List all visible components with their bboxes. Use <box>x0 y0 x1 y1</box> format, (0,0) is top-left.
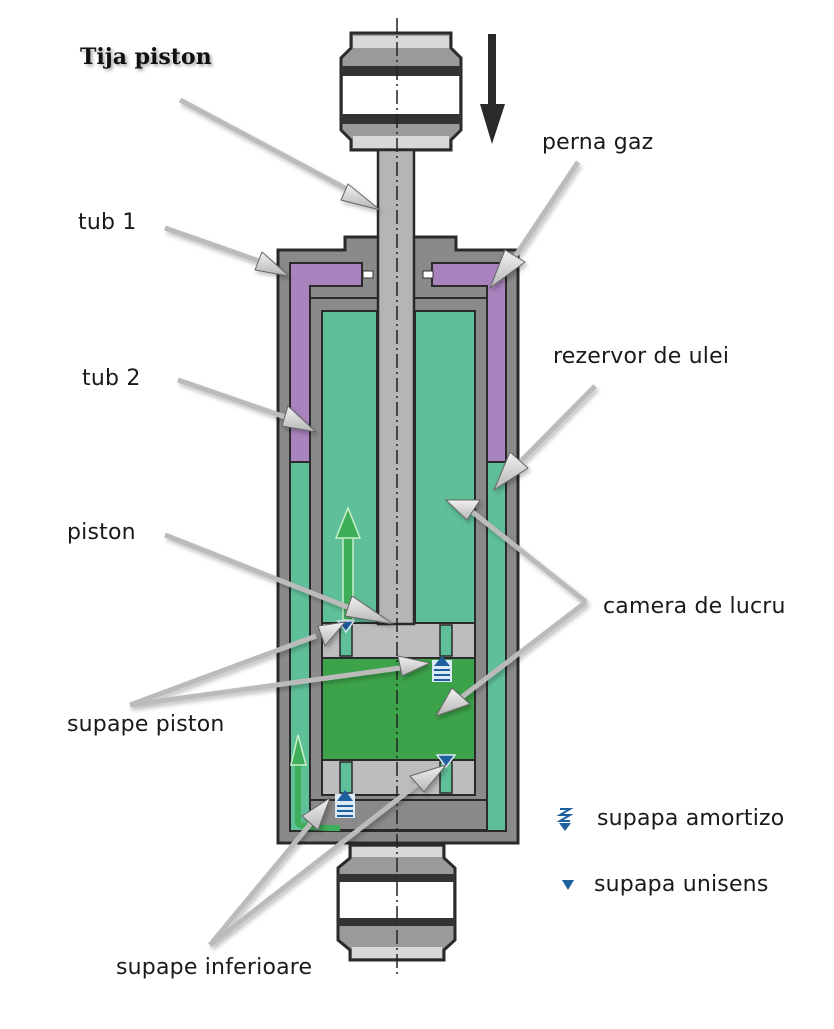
pointer-arrow-tube-2 <box>177 377 318 433</box>
damping-valve-icon <box>335 790 355 818</box>
label-piston-valves: supape piston <box>67 712 225 737</box>
pointer-arrow-base-valves <box>208 764 448 947</box>
label-working-chamber: camera de lucru <box>603 594 786 619</box>
legend-one-way-valve-icon <box>562 880 574 890</box>
label-tube-1: tub 1 <box>78 210 137 235</box>
one-way-valve-icon <box>435 754 457 769</box>
pointer-arrow-working-chamber <box>434 499 588 717</box>
compression-direction-arrow <box>480 34 505 144</box>
base-valve-block <box>321 759 476 796</box>
title-piston-rod: Tija piston <box>80 44 212 70</box>
label-piston: piston <box>67 520 136 545</box>
label-gas-cushion: perna gaz <box>542 130 654 155</box>
label-base-valves: supape inferioare <box>116 955 313 980</box>
pointer-arrow-oil-reservoir <box>492 384 597 492</box>
piston-rod <box>376 148 416 626</box>
pointer-arrow-piston <box>164 532 394 625</box>
legend-damping-valve-label: supapa amortizo <box>597 806 785 831</box>
damping-valve-icon <box>432 656 452 682</box>
legend-damping-valve-icon <box>556 808 574 831</box>
label-tube-2: tub 2 <box>82 366 141 391</box>
pointer-arrow-tube-1 <box>164 225 291 277</box>
pointer-arrow-piston-valves <box>129 621 432 708</box>
legend-one-way-valve-label: supapa unisens <box>594 872 769 897</box>
pointer-arrows <box>129 97 597 947</box>
pointer-arrow-piston-rod <box>178 97 381 211</box>
top-mount <box>339 31 463 152</box>
pointer-arrow-gas-cushion <box>488 160 581 290</box>
oil-flow-arrow-piston <box>334 505 362 621</box>
label-oil-reservoir: rezervor de ulei <box>553 344 730 369</box>
